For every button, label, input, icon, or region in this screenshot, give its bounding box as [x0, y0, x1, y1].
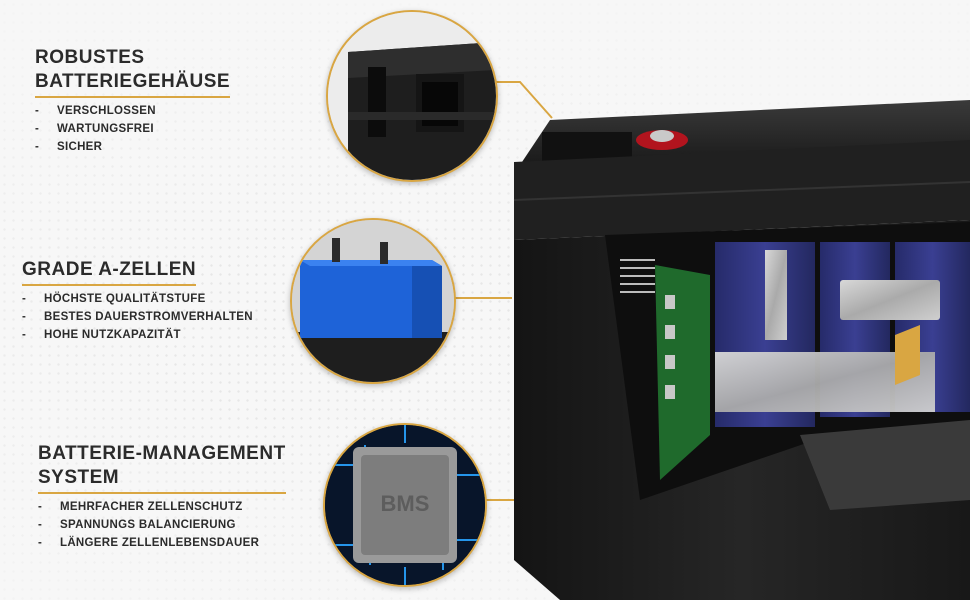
- feature-title: GRADE A-ZELLEN: [22, 258, 197, 286]
- bms-pcb: [655, 265, 710, 480]
- cell-closeup-bubble: [290, 218, 456, 384]
- busbar-plate: [840, 280, 940, 320]
- gold-accent: [895, 325, 920, 385]
- feature-bullet: -HOHE NUTZKAPAZITÄT: [22, 329, 181, 341]
- feature-bullet-list: -MEHRFACHER ZELLENSCHUTZ -SPANNUNGS BALA…: [38, 498, 286, 552]
- feature-title-line: BATTERIE-MANAGEMENT: [38, 443, 286, 464]
- case-closeup-image: [328, 12, 496, 180]
- feature-title-line: BATTERIEGEHÄUSE: [35, 71, 231, 92]
- feature-bullet: -MEHRFACHER ZELLENSCHUTZ: [38, 501, 243, 513]
- bms-chip-image: BMS: [325, 425, 485, 585]
- bms-chip-bubble: BMS: [323, 423, 487, 587]
- feature-title-line: ROBUSTES: [35, 47, 145, 68]
- busbar-plate: [765, 250, 787, 340]
- feature-title: BATTERIE-MANAGEMENT SYSTEM: [38, 442, 286, 494]
- bms-chip-label: BMS: [381, 491, 430, 516]
- feature-bullet: -LÄNGERE ZELLENLEBENSDAUER: [38, 537, 260, 549]
- feature-robust-case: ROBUSTES BATTERIEGEHÄUSE -VERSCHLOSSEN -…: [35, 46, 231, 156]
- feature-title-line: GRADE A-ZELLEN: [22, 259, 197, 280]
- feature-bullet: -WARTUNGSFREI: [35, 123, 154, 135]
- feature-bullet: -SPANNUNGS BALANCIERUNG: [38, 519, 236, 531]
- cell-closeup-image: [292, 220, 454, 382]
- feature-title: ROBUSTES BATTERIEGEHÄUSE: [35, 46, 231, 98]
- feature-grade-a-cells: GRADE A-ZELLEN -HÖCHSTE QUALITÄTSTUFE -B…: [22, 258, 253, 344]
- inner-panel: [800, 420, 970, 510]
- case-closeup-bubble: [326, 10, 498, 182]
- feature-title-line: SYSTEM: [38, 467, 120, 488]
- terminal-bolt: [650, 130, 674, 142]
- feature-bullet: -SICHER: [35, 141, 103, 153]
- feature-bullet: -BESTES DAUERSTROMVERHALTEN: [22, 311, 253, 323]
- feature-bullet-list: -HÖCHSTE QUALITÄTSTUFE -BESTES DAUERSTRO…: [22, 290, 253, 344]
- feature-bullet: -HÖCHSTE QUALITÄTSTUFE: [22, 293, 206, 305]
- feature-bms: BATTERIE-MANAGEMENT SYSTEM -MEHRFACHER Z…: [38, 442, 286, 552]
- battery-illustration: [513, 100, 970, 600]
- feature-bullet: -VERSCHLOSSEN: [35, 105, 156, 117]
- feature-bullet-list: -VERSCHLOSSEN -WARTUNGSFREI -SICHER: [35, 102, 230, 156]
